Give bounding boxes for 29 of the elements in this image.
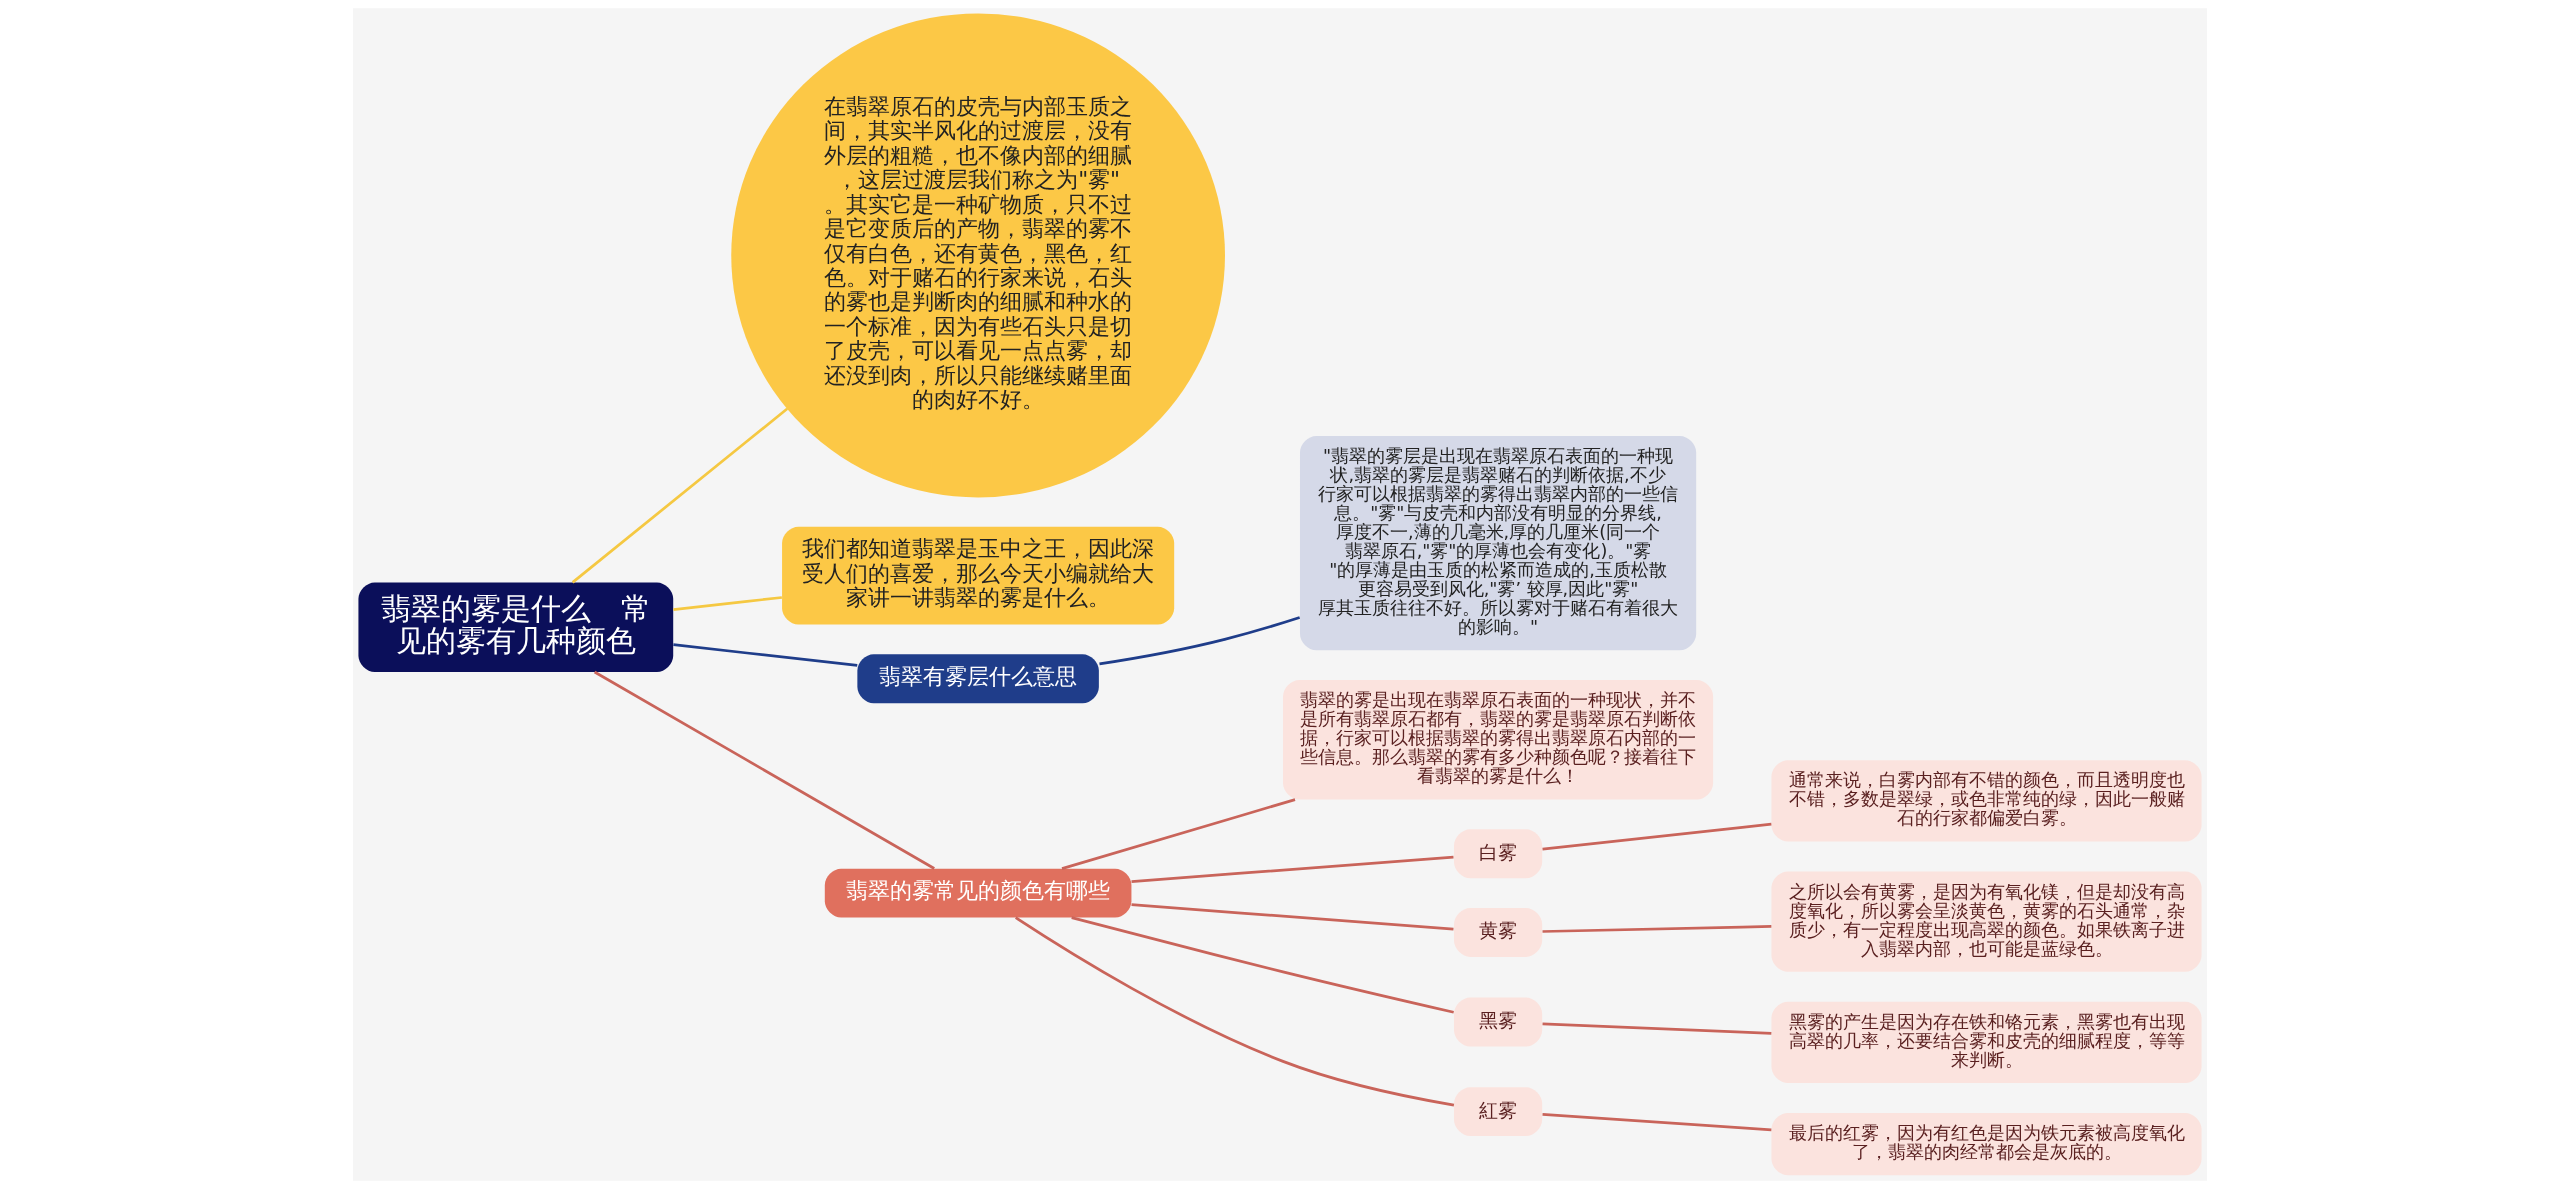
connector — [673, 643, 858, 667]
node-box: 我们都知道翡翠是玉中之王，因此深受人们的喜爱，那么今天小编就给大家讲一讲翡翠的雾是什么。 — [782, 526, 1175, 625]
connector — [1099, 616, 1301, 666]
connector — [1131, 855, 1454, 883]
node-box: 通常来说，白雾内部有不错的颜色，而且透明度也不错，多数是翠绿，或色非常纯的绿，因此一般赌石的行家都偏爱白雾。 — [1771, 760, 2202, 842]
connector — [593, 670, 935, 870]
connector — [673, 596, 783, 611]
node-box: 黑雾 — [1454, 997, 1543, 1047]
node-box: 白雾 — [1454, 829, 1543, 879]
node-box: 黑雾的产生是因为存在铁和铬元素，黑雾也有出现高翠的几率，还要结合雾和皮壳的细腻程度，等等来判断。 — [1771, 1001, 2202, 1084]
connector — [1131, 903, 1454, 931]
node-box: 翡翠的雾常见的颜色有哪些 — [824, 868, 1132, 918]
node-box: 之所以会有黄雾，是因为有氧化镁，但是却没有高度氧化，所以雾会呈淡黄色，黄雾的石头通常，杂质少，有一定程度出现高翠的颜色。如果铁离子进入翡翠内部，也可能是蓝绿色。 — [1771, 871, 2202, 972]
connector — [1542, 822, 1772, 851]
connector — [1061, 798, 1296, 870]
node-box: 翡翠的雾是什么 常见的雾有几种颜色 — [358, 582, 674, 672]
connector — [1071, 916, 1454, 1014]
node-box: "翡翠的雾层是出现在翡翠原石表面的一种现状,翡翠的雾层是翡翠赌石的判断依据,不少行家可以根据翡翠的雾得出翡翠内部的一些信息。"雾"与皮壳和内部没有明显的分界线,厚度不一,薄的几毫米,厚的几厘米(同一个翡翠原石,"雾"的厚薄也会有变化)。"雾"的厚薄是由玉质的松紧而造成的,玉质松散更容易受到风化,"雾’ 较厚,因此"雾"厚其玉质往往不好。所以雾对于赌石有着很大的影响。" — [1300, 435, 1697, 651]
connector — [571, 407, 789, 584]
connector — [1542, 1113, 1772, 1132]
node-box: 翡翠有雾层什么意思 — [857, 654, 1099, 704]
node-box: 黄雾 — [1454, 908, 1543, 957]
node-circle: 在翡翠原石的皮壳与内部玉质之间，其实半风化的过渡层，没有外层的粗糙，也不像内部的细腻，这层过渡层我们称之为"雾"。其实它是一种矿物质，只不过是它变质后的产物，翡翠的雾不仅有白色，还有黄色，黑色，红色。对于赌石的行家来说，石头的雾也是判断肉的细腻和种水的一个标准，因为有些石头只是切了皮壳，可以看见一点点雾，却还没到肉，所以只能继续赌里面的肉好不好。 — [731, 13, 1225, 498]
connector — [1542, 925, 1772, 933]
node-box: 紅雾 — [1454, 1087, 1543, 1136]
node-box: 翡翠的雾是出现在翡翠原石表面的一种现状，并不是所有翡翠原石都有，翡翠的雾是翡翠原石判断依据，行家可以根据翡翠的雾得出翡翠原石内部的一些信息。那么翡翠的雾有多少种颜色呢？接着往下看翡翠的雾是什么！ — [1283, 680, 1714, 800]
connector — [1542, 1022, 1772, 1035]
connector — [1015, 916, 1455, 1107]
node-box: 最后的红雾，因为有红色是因为铁元素被高度氧化了，翡翠的肉经常都会是灰底的。 — [1771, 1112, 2202, 1176]
